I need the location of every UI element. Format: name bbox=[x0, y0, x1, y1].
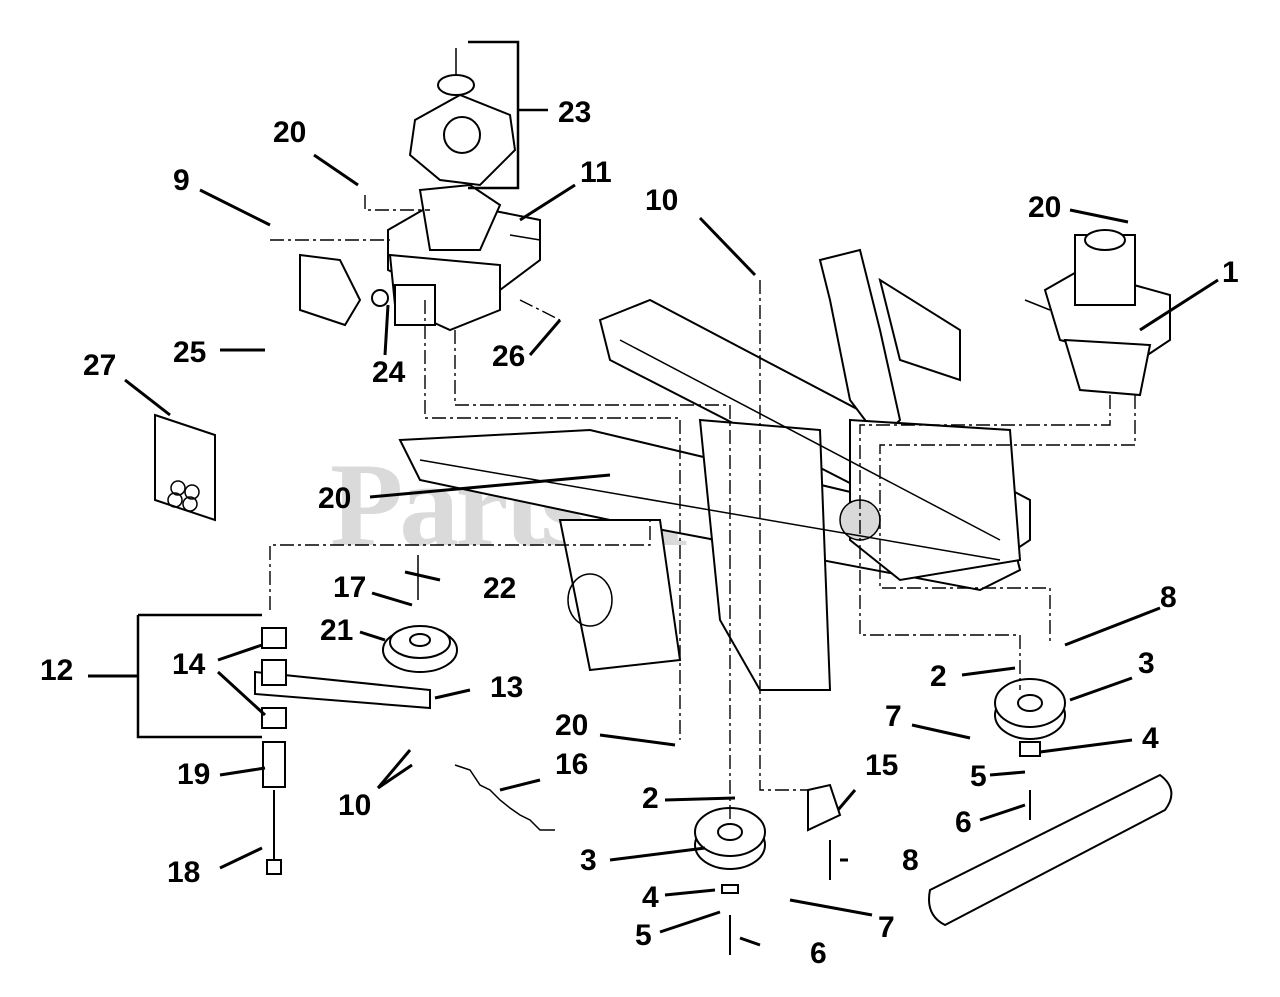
callout-13: 13 bbox=[490, 671, 523, 704]
bracket-plate bbox=[299, 253, 362, 327]
callout-17: 17 bbox=[333, 571, 366, 604]
callout-12: 12 bbox=[40, 654, 73, 687]
callout-19: 19 bbox=[177, 758, 210, 791]
callout-24: 24 bbox=[372, 356, 406, 389]
pulley-left bbox=[694, 807, 766, 955]
main-frame bbox=[398, 248, 1031, 691]
callout-5: 5 bbox=[635, 919, 652, 952]
callout-7: 7 bbox=[885, 700, 902, 733]
callout-6: 6 bbox=[955, 806, 972, 839]
callout-15: 15 bbox=[865, 749, 898, 782]
callout-3: 3 bbox=[1138, 647, 1155, 680]
callout-2: 2 bbox=[930, 660, 947, 693]
callout-25: 25 bbox=[173, 336, 206, 369]
callout-23: 23 bbox=[558, 96, 591, 129]
callout-10: 10 bbox=[338, 789, 371, 822]
callout-9: 9 bbox=[173, 164, 190, 197]
callout-26: 26 bbox=[492, 340, 525, 373]
callout-14: 14 bbox=[172, 648, 206, 681]
callout-27: 27 bbox=[83, 349, 116, 382]
callout-4: 4 bbox=[642, 881, 659, 914]
group-brackets bbox=[88, 40, 548, 739]
callout-4: 4 bbox=[1142, 722, 1159, 755]
callout-21: 21 bbox=[320, 614, 353, 647]
callout-8: 8 bbox=[902, 844, 919, 877]
callout-3: 3 bbox=[580, 844, 597, 877]
callout-labels: 1 20 23 20 9 11 10 25 24 26 27 20 17 22 … bbox=[40, 96, 1239, 970]
pulley-right bbox=[994, 678, 1066, 820]
callout-7: 7 bbox=[878, 911, 895, 944]
idler-arm-assembly bbox=[254, 627, 431, 875]
leader-lines bbox=[124, 153, 1219, 947]
callout-20: 20 bbox=[273, 116, 306, 149]
decal-sheet bbox=[154, 413, 216, 522]
callout-18: 18 bbox=[167, 856, 200, 889]
callout-22: 22 bbox=[483, 572, 516, 605]
callout-6: 6 bbox=[810, 937, 827, 970]
callout-11: 11 bbox=[580, 156, 612, 189]
callout-2: 2 bbox=[642, 782, 659, 815]
bracket-15 bbox=[807, 783, 842, 880]
idler-pulley bbox=[382, 555, 458, 673]
spring bbox=[454, 764, 555, 831]
callout-10: 10 bbox=[645, 184, 678, 217]
callout-20: 20 bbox=[318, 482, 351, 515]
callout-20: 20 bbox=[555, 709, 588, 742]
callout-20: 20 bbox=[1028, 191, 1061, 224]
fan bbox=[408, 48, 517, 187]
assembly-lines bbox=[269, 195, 1136, 820]
callout-16: 16 bbox=[555, 748, 588, 781]
callout-1: 1 bbox=[1222, 256, 1239, 289]
callout-8: 8 bbox=[1160, 581, 1177, 614]
drive-belt bbox=[928, 773, 1173, 927]
callout-5: 5 bbox=[970, 760, 987, 793]
transmission-left bbox=[371, 183, 541, 332]
transmission-right bbox=[1024, 229, 1171, 397]
